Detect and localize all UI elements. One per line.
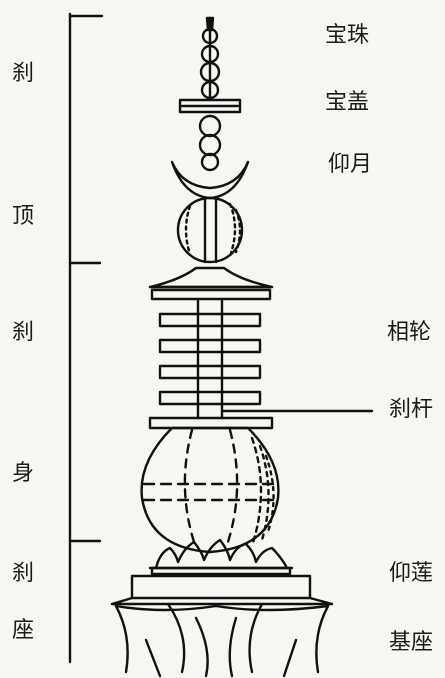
- label-chagan: 刹杆: [389, 397, 434, 422]
- dome: [140, 426, 280, 554]
- label-yangyue: 仰月: [328, 152, 373, 177]
- lotus: [148, 538, 294, 576]
- side-label-3: 刹: [12, 320, 35, 345]
- pearl-beads: [199, 16, 221, 100]
- crescent-moon: [170, 160, 250, 200]
- side-label-4: 身: [12, 461, 35, 486]
- lower-beads: [198, 114, 222, 172]
- label-jizuo: 基座: [389, 630, 434, 655]
- section-bracket: [68, 12, 104, 664]
- side-label-2: 顶: [12, 204, 35, 229]
- plinth: [148, 416, 274, 430]
- side-label-1: 刹: [12, 61, 35, 86]
- label-yanglian: 仰莲: [389, 561, 434, 586]
- roof: [148, 266, 274, 289]
- rings: [150, 288, 272, 420]
- side-label-6: 座: [12, 618, 35, 643]
- top-sphere: [176, 196, 244, 264]
- base: [110, 574, 334, 678]
- label-baogai: 宝盖: [325, 90, 370, 115]
- canopy: [178, 98, 242, 114]
- label-xianglun: 相轮: [387, 320, 432, 345]
- side-label-5: 刹: [12, 561, 35, 586]
- label-baozhu: 宝珠: [325, 23, 370, 48]
